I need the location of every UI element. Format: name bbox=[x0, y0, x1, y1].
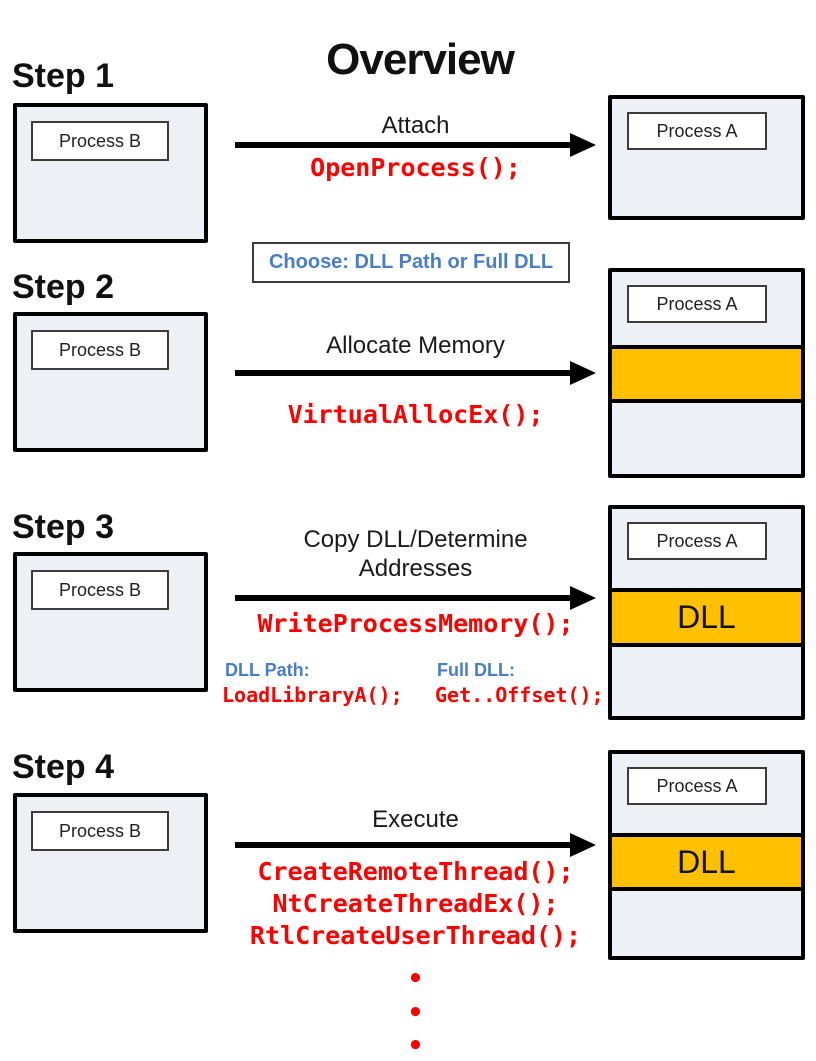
step-2-process-a-top: Process A bbox=[612, 272, 801, 345]
step-2-process-b-name-box: Process B bbox=[31, 330, 169, 370]
step-3-process-a-name-box: Process A bbox=[627, 522, 767, 560]
step-4-process-b-box: Process B bbox=[13, 793, 208, 933]
arrow-right-icon bbox=[235, 586, 596, 610]
step-4-arrow-label: Execute bbox=[372, 806, 459, 833]
step-1-process-a-name-box: Process A bbox=[627, 112, 767, 150]
full-dll-option-title: Full DLL: bbox=[437, 660, 515, 680]
step-3-api-call: WriteProcessMemory(); bbox=[257, 609, 574, 638]
full-dll-option-api-call: Get..Offset(); bbox=[435, 683, 604, 707]
step-4-api-call-2: NtCreateThreadEx(); bbox=[272, 889, 559, 918]
ellipsis-dot-icon: • bbox=[407, 1031, 424, 1061]
choose-note-text: Choose: DLL Path or Full DLL bbox=[268, 251, 554, 273]
arrow-head bbox=[570, 833, 596, 857]
step-2-process-b-box: Process B bbox=[13, 312, 208, 452]
arrow-right-icon bbox=[235, 361, 596, 385]
arrow-head bbox=[570, 361, 596, 385]
step-3-arrow-label-line1: Copy DLL/Determine bbox=[303, 526, 528, 553]
step-4-process-a-bottom bbox=[612, 891, 801, 956]
step-3-process-b-name: Process B bbox=[58, 579, 142, 600]
step-1-process-b-name: Process B bbox=[58, 130, 142, 151]
ellipsis-dot-icon: • bbox=[407, 964, 424, 994]
step-2-process-a-name-box: Process A bbox=[627, 285, 767, 323]
step-1-process-b-name-box: Process B bbox=[31, 121, 169, 161]
step-2-process-b-name: Process B bbox=[58, 339, 142, 360]
step-2-process-a-name: Process A bbox=[656, 293, 738, 314]
step-4-api-call-1: CreateRemoteThread(); bbox=[257, 857, 574, 886]
step-2-process-a-bottom bbox=[612, 403, 801, 474]
step-4-process-a-name-box: Process A bbox=[627, 767, 767, 805]
step-3-process-b-box: Process B bbox=[13, 552, 208, 692]
step-1-api-call: OpenProcess(); bbox=[310, 153, 521, 182]
arrow-shaft bbox=[235, 370, 574, 376]
arrow-head bbox=[570, 133, 596, 157]
choose-note-box: Choose: DLL Path or Full DLL bbox=[252, 242, 570, 283]
dll-path-option-api-call: LoadLibraryA(); bbox=[222, 683, 403, 707]
step-3-arrow-label-line2: Addresses bbox=[358, 555, 473, 582]
step-4-process-a-name: Process A bbox=[656, 775, 738, 796]
step-1-process-a-box: Process A bbox=[608, 95, 805, 220]
step-3-process-a-top: Process A bbox=[612, 509, 801, 588]
step-3-process-a-name: Process A bbox=[656, 530, 738, 551]
step-3-region-label: DLL bbox=[677, 599, 736, 635]
step-4-label: Step 4 bbox=[12, 748, 115, 786]
step-4-region-label: DLL bbox=[677, 843, 736, 880]
step-4-process-a-top: Process A bbox=[612, 754, 801, 833]
step-1-process-b-box: Process B bbox=[13, 103, 208, 243]
arrow-right-icon bbox=[235, 133, 596, 157]
step-3-process-a-box: Process A DLL bbox=[608, 505, 805, 720]
step-2-allocated-memory-region bbox=[612, 345, 801, 403]
step-4-process-b-name-box: Process B bbox=[31, 811, 169, 851]
step-3-process-a-bottom bbox=[612, 647, 801, 716]
arrow-shaft bbox=[235, 842, 574, 848]
step-4-process-b-name: Process B bbox=[58, 820, 142, 841]
step-3-dll-region: DLL bbox=[612, 588, 801, 647]
step-4-process-a-box: Process A DLL bbox=[608, 750, 805, 960]
arrow-shaft bbox=[235, 595, 574, 601]
step-4-api-call-3: RtlCreateUserThread(); bbox=[249, 921, 582, 950]
step-3-process-b-name-box: Process B bbox=[31, 570, 169, 610]
step-1-process-a-top: Process A bbox=[612, 99, 801, 150]
step-3-label: Step 3 bbox=[12, 508, 115, 546]
step-2-label: Step 2 bbox=[12, 268, 115, 306]
step-2-process-a-box: Process A bbox=[608, 268, 805, 478]
ellipsis-dot-icon: • bbox=[407, 998, 424, 1028]
step-1-label: Step 1 bbox=[12, 57, 115, 95]
step-1-process-a-name: Process A bbox=[656, 120, 738, 141]
arrow-right-icon bbox=[235, 833, 596, 857]
page-title: Overview bbox=[326, 35, 515, 85]
step-1-arrow-label: Attach bbox=[381, 112, 450, 139]
step-2-api-call: VirtualAllocEx(); bbox=[287, 400, 544, 429]
arrow-shaft bbox=[235, 142, 574, 148]
step-4-dll-region: DLL bbox=[612, 833, 801, 891]
arrow-head bbox=[570, 586, 596, 610]
step-3-arrow-label: Copy DLL/Determine Addresses bbox=[235, 525, 596, 583]
step-2-arrow-label: Allocate Memory bbox=[326, 332, 505, 359]
dll-path-option-title: DLL Path: bbox=[225, 660, 310, 680]
step-4-api-calls: CreateRemoteThread(); NtCreateThreadEx()… bbox=[235, 856, 596, 952]
